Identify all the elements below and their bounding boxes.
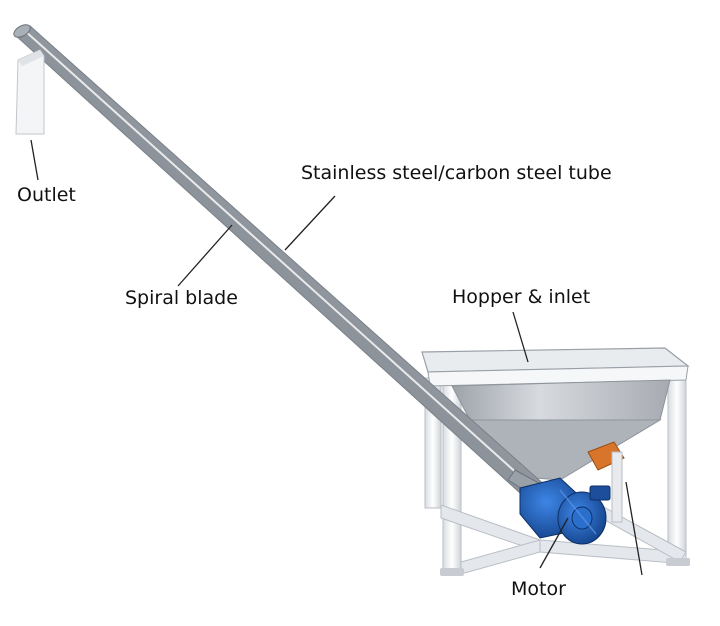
- hopper-leader: [512, 311, 529, 363]
- outlet-spout: [15, 49, 45, 135]
- conveyor-tube: [13, 24, 549, 503]
- outlet-leader: [30, 139, 39, 181]
- spiral-blade-label: Spiral blade: [125, 287, 238, 309]
- leader-lines: [30, 139, 643, 576]
- hopper-inlet-label: Hopper & inlet: [452, 286, 591, 308]
- tube-label: Stainless steel/carbon steel tube: [301, 162, 612, 184]
- motor-leader-a: [539, 517, 569, 569]
- motor-label: Motor: [511, 578, 566, 600]
- motor-assembly: [519, 441, 625, 545]
- tube-leader: [284, 195, 336, 251]
- outlet-label: Outlet: [17, 184, 76, 206]
- support-frame: [424, 369, 690, 576]
- motor-leader-b: [625, 481, 643, 576]
- spiral-leader: [177, 224, 233, 287]
